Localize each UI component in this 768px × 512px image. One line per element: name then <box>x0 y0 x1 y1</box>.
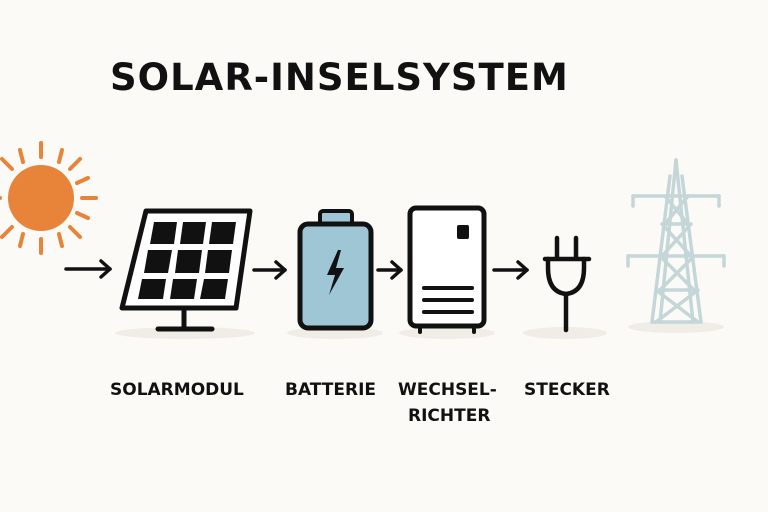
solar-panel-icon <box>119 208 253 332</box>
label-wechselrichter-line2: RICHTER <box>408 406 491 426</box>
plug-icon <box>542 235 592 333</box>
inverter-icon <box>407 205 487 334</box>
label-wechselrichter-line1: WECHSEL- <box>398 380 497 400</box>
label-batterie: BATTERIE <box>285 380 377 400</box>
arrow-right-icon <box>492 260 529 280</box>
sun-icon <box>0 141 98 255</box>
battery-icon <box>297 209 374 331</box>
lightning-icon <box>327 250 344 295</box>
label-solarmodul: SOLARMODUL <box>110 380 244 400</box>
label-stecker: STECKER <box>524 380 610 400</box>
arrow-right-icon <box>64 259 112 279</box>
flow-arrows <box>64 259 529 280</box>
power-tower-icon <box>626 158 726 324</box>
diagram-title: SOLAR-INSELSYSTEM <box>110 56 569 99</box>
arrow-right-icon <box>252 260 287 280</box>
arrow-right-icon <box>376 260 403 280</box>
